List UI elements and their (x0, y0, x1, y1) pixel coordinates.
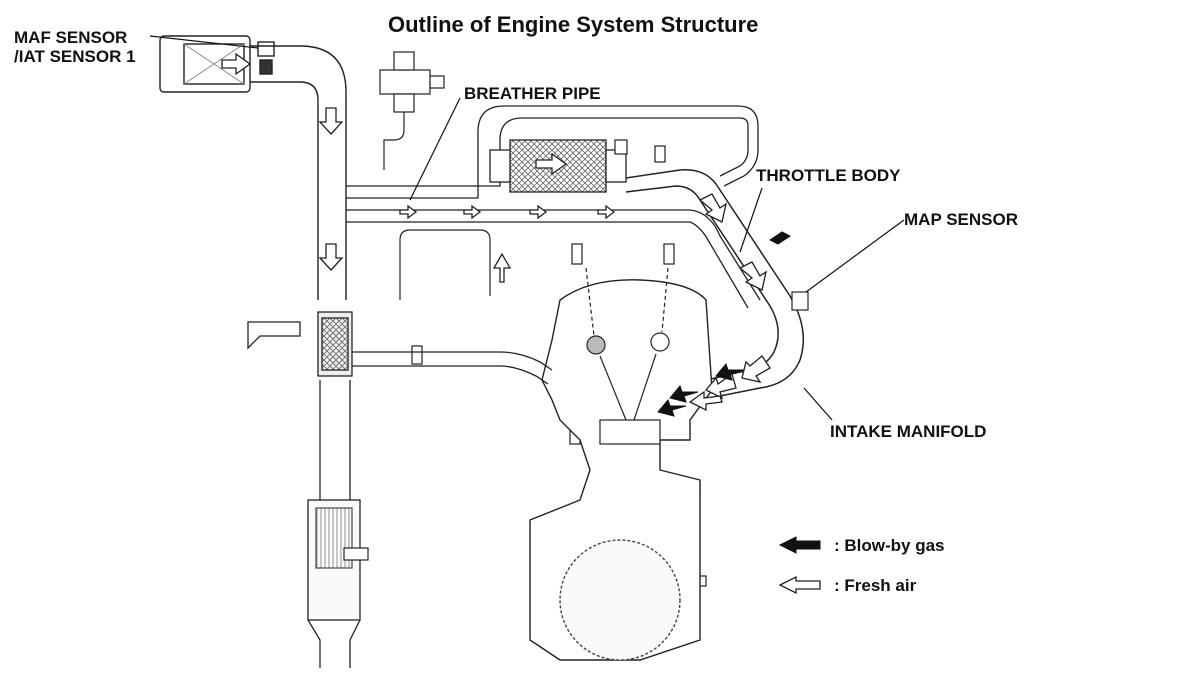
legend-blowby-label: : Blow-by gas (834, 536, 945, 555)
leader-lines (149, 35, 905, 421)
exhaust-pipe (307, 380, 361, 668)
label-throttle-body: THROTTLE BODY (756, 166, 901, 185)
egr-pipe (352, 351, 553, 385)
label-iat-sensor: /IAT SENSOR 1 (14, 47, 136, 66)
label-maf-sensor: MAF SENSOR (14, 28, 128, 47)
label-intake-manifold: INTAKE MANIFOLD (830, 422, 987, 441)
purge-valve (379, 51, 445, 170)
fresh-air-arrows (221, 52, 771, 412)
diagram-title: Outline of Engine System Structure (388, 12, 759, 37)
maf-sensor (257, 41, 275, 75)
blowby-gas-arrows (657, 231, 791, 417)
breather-pipes (346, 105, 761, 309)
intake-duct (250, 45, 347, 300)
cylinder-head (585, 267, 670, 445)
legend-fresh-air-arrow (778, 575, 821, 595)
catalytic-converter (247, 311, 353, 377)
engine-block (529, 279, 713, 661)
legend-blowby-arrow (778, 536, 821, 554)
legend-fresh-air-label: : Fresh air (834, 576, 917, 595)
label-map-sensor: MAP SENSOR (904, 210, 1018, 229)
label-breather-pipe: BREATHER PIPE (464, 84, 601, 103)
egr-solenoid (399, 229, 491, 300)
